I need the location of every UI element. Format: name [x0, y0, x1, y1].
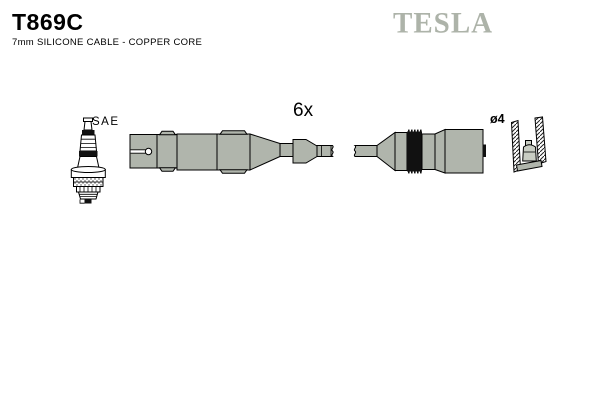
quantity-label: 6x — [293, 100, 314, 121]
part-number: T869C — [12, 9, 84, 35]
diameter-label: ø4 — [490, 112, 505, 126]
spark-plug-icon — [70, 117, 106, 204]
product-subtitle: 7mm SILICONE CABLE - COPPER CORE — [12, 37, 203, 48]
tesla-logo: TESLA — [393, 7, 494, 40]
ignition-cable-icon — [129, 128, 486, 174]
connector-cross-section-icon — [510, 116, 547, 173]
sae-label: SAE — [92, 116, 120, 128]
